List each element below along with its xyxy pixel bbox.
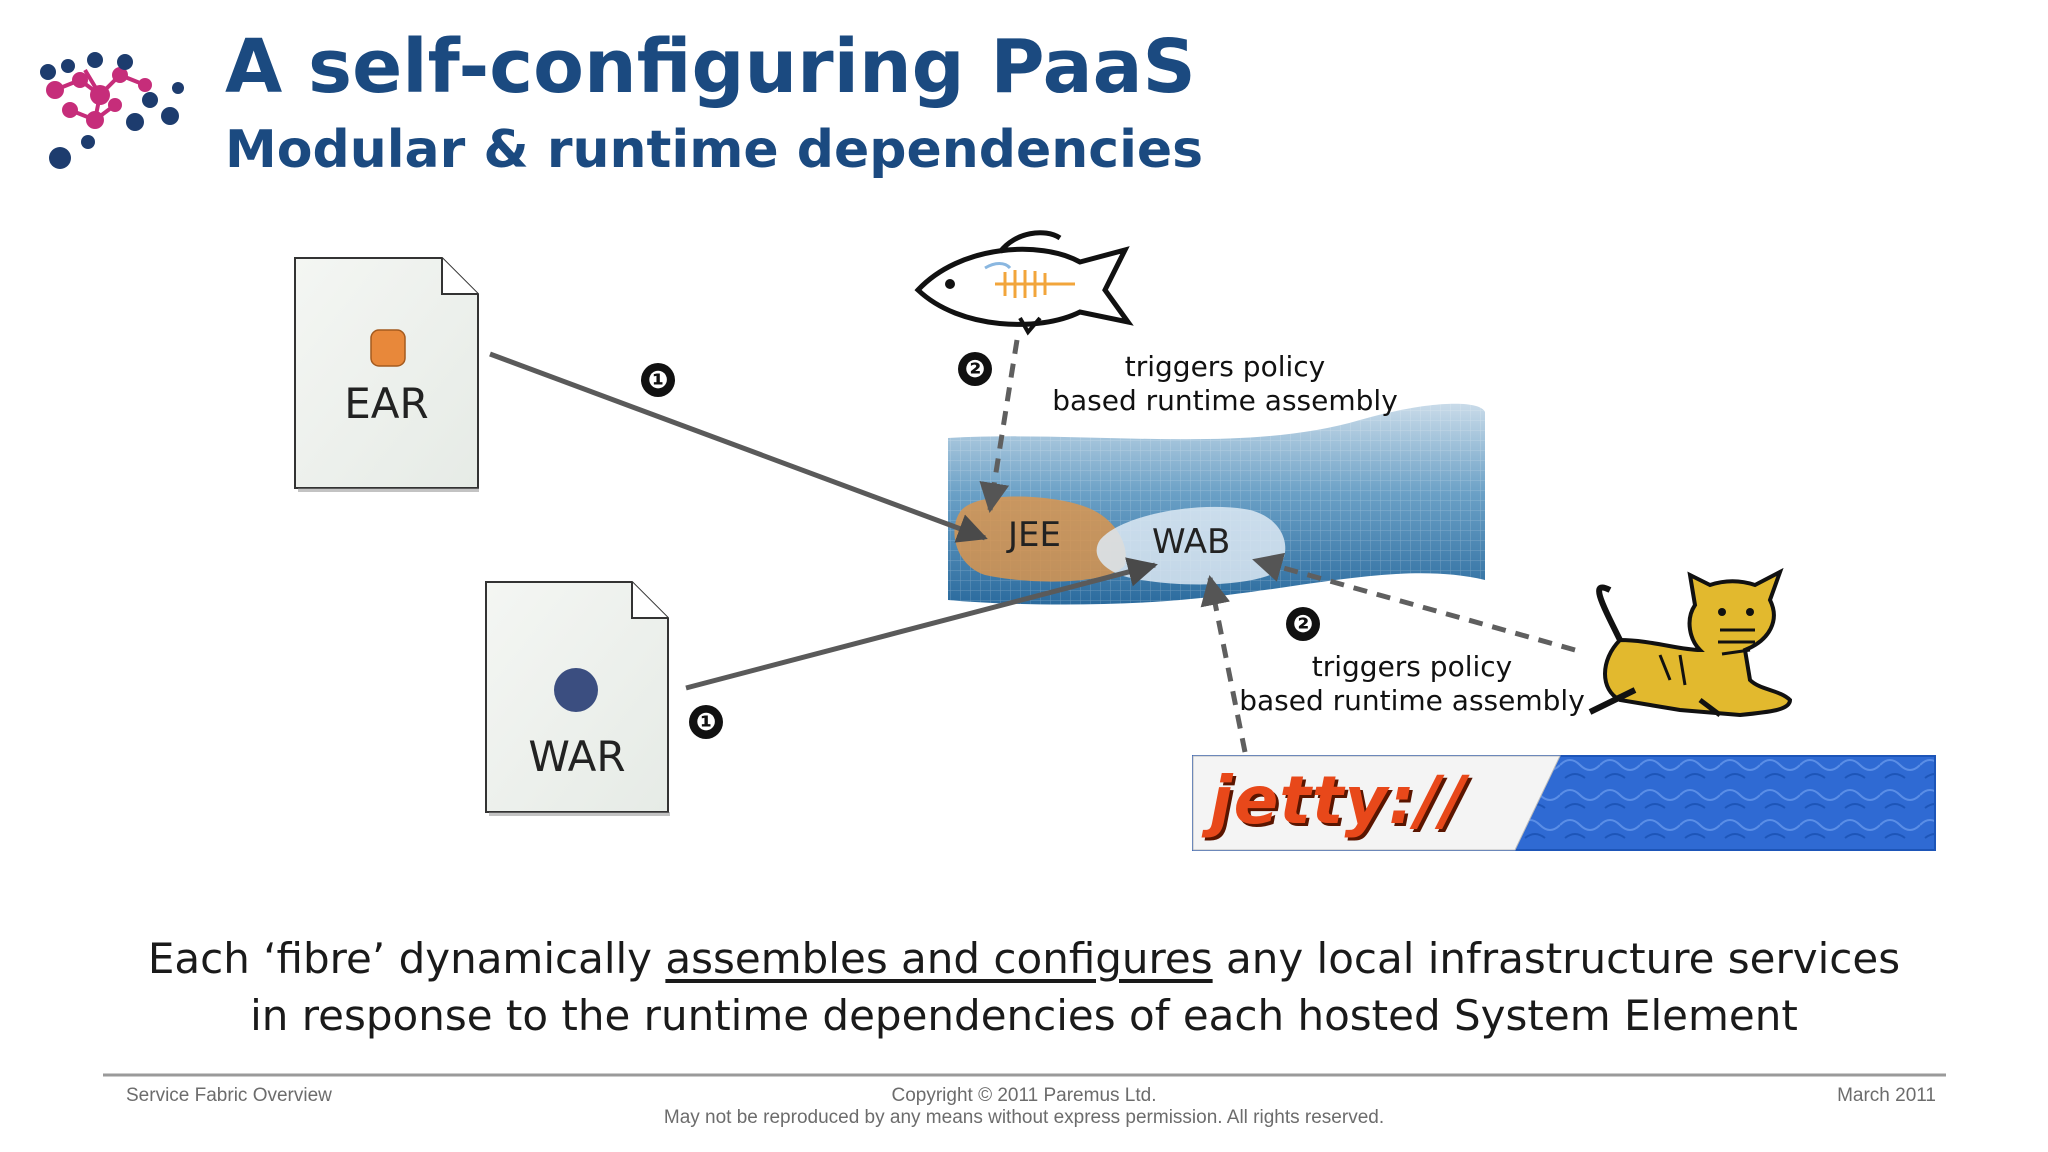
footer-rights: May not be reproduced by any means witho…: [663, 1107, 1385, 1128]
glassfish-to-jee-arrow: [979, 339, 1020, 513]
footer-left: Service Fabric Overview: [126, 1085, 332, 1106]
step-2-marker-tomcat: ❷: [1286, 607, 1320, 641]
jee-label: JEE: [1008, 515, 1061, 555]
caption-line1-underlined: assembles and configures: [665, 934, 1213, 983]
step-1-marker-ear: ❶: [641, 363, 675, 397]
ear-file-icon: [294, 257, 479, 492]
note-bottom-line1: triggers policy: [1311, 650, 1513, 683]
paremus-network-logo-icon: [40, 52, 184, 169]
note-bottom: triggers policy based runtime assembly: [1232, 650, 1592, 718]
wab-label: WAB: [1152, 522, 1231, 562]
note-top-line1: triggers policy: [1124, 350, 1326, 383]
jetty-to-wab-arrow: [1200, 575, 1248, 753]
war-file-icon: [485, 581, 670, 816]
note-bottom-line2: based runtime assembly: [1239, 684, 1585, 717]
note-top-line2: based runtime assembly: [1052, 384, 1398, 417]
step-2-marker-glassfish: ❷: [958, 352, 992, 386]
caption-line1-before: Each ‘fibre’ dynamically: [147, 934, 666, 983]
war-to-wab-arrow: [685, 557, 1158, 691]
caption-line-1: Each ‘fibre’ dynamically assembles and c…: [0, 930, 2048, 988]
war-badge: [554, 668, 598, 712]
jetty-logo-text: jetty://: [1210, 762, 1467, 839]
war-label: WAR: [528, 732, 626, 781]
jee-module-blob: [954, 496, 1126, 582]
ear-to-jee-arrow: [489, 351, 988, 543]
slide-subtitle: Modular & runtime dependencies: [225, 120, 1204, 180]
slide-title: A self-configuring PaaS: [225, 24, 1196, 110]
ear-badge: [370, 329, 406, 367]
footer-copyright: Copyright © 2011 Paremus Ltd.: [891, 1085, 1157, 1106]
ear-label: EAR: [344, 379, 429, 428]
glassfish-fish-icon: [914, 230, 1134, 336]
tomcat-cat-icon: [1588, 567, 1793, 718]
caption-line1-after: any local infrastructure services: [1212, 934, 1901, 983]
jetty-banner: [1192, 755, 1936, 851]
footer-date: March 2011: [1837, 1085, 1936, 1106]
tomcat-to-wab-arrow: [1252, 552, 1576, 653]
step-1-marker-war: ❶: [689, 705, 723, 739]
note-top: triggers policy based runtime assembly: [1045, 350, 1405, 418]
caption-line-2: in response to the runtime dependencies …: [250, 991, 1798, 1040]
